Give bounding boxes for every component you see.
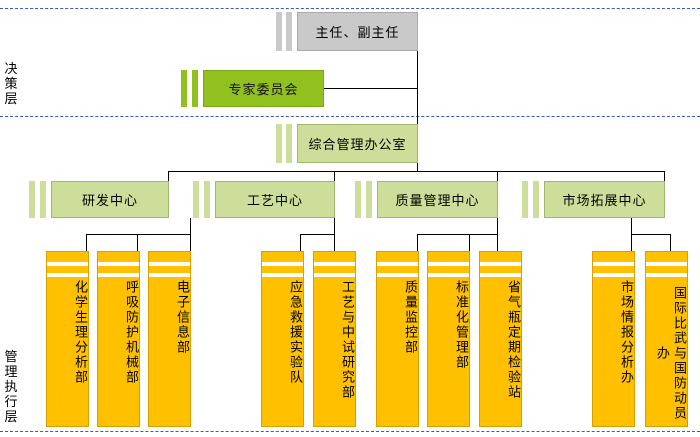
center-market-tab-1 bbox=[522, 181, 528, 218]
director-box: 主任、副主任 bbox=[297, 12, 418, 51]
dept-label: 电子信息部 bbox=[174, 280, 189, 355]
dept-process-pilot: 工艺与中试研究部 bbox=[313, 251, 356, 427]
center-market-box: 市场拓展中心 bbox=[544, 181, 665, 218]
office-tab-2 bbox=[286, 124, 292, 163]
dept-label: 化学生理分析部 bbox=[72, 280, 87, 385]
director-tab-1 bbox=[276, 12, 282, 51]
center-process-box: 工艺中心 bbox=[215, 181, 335, 218]
connector-branch-1-down bbox=[190, 218, 191, 234]
director-tab-2 bbox=[286, 12, 292, 51]
dept-electronics: 电子信息部 bbox=[148, 251, 191, 427]
center-process-tab-1 bbox=[193, 181, 199, 218]
dept-label: 工艺与中试研究部 bbox=[339, 280, 354, 400]
dept-respiratory: 呼吸防护机械部 bbox=[97, 251, 140, 427]
separator-top bbox=[0, 8, 700, 9]
committee-tab-2 bbox=[192, 70, 198, 107]
dept-label: 应急救援实验队 bbox=[287, 280, 302, 385]
connector-branch-4-a bbox=[670, 234, 671, 251]
center-process-tab-2 bbox=[204, 181, 210, 218]
dept-rescue-team: 应急救援实验队 bbox=[261, 251, 304, 427]
connector-branch-3-bus bbox=[417, 234, 498, 235]
connector-branch-2-bus bbox=[300, 234, 335, 235]
dept-label: 市场情报分析办 bbox=[618, 280, 633, 385]
dept-label: 呼吸防护机械部 bbox=[123, 280, 138, 385]
separator-bottom bbox=[0, 431, 700, 432]
center-rd-tab-2 bbox=[40, 181, 46, 218]
connector-branch-1-c bbox=[190, 234, 191, 251]
office-tab-1 bbox=[276, 124, 282, 163]
connector-branch-1-b bbox=[137, 234, 138, 251]
center-quality-box: 质量管理中心 bbox=[377, 181, 498, 218]
dept-label: 标准化管理部 bbox=[453, 280, 468, 370]
center-rd-box: 研发中心 bbox=[51, 181, 169, 218]
dept-label: 国际比武与国防动员办 bbox=[654, 285, 686, 421]
committee-box: 专家委员会 bbox=[203, 70, 324, 107]
dept-label: 省气瓶定期检验站 bbox=[505, 280, 520, 400]
dept-intl-defense: 国际比武与国防动员办 bbox=[645, 251, 688, 427]
connector-branch-2-a bbox=[300, 234, 301, 251]
connector-trunk bbox=[417, 50, 418, 124]
dept-label: 质量监控部 bbox=[402, 280, 417, 355]
connector-center-1 bbox=[168, 171, 169, 181]
connector-branch-3-b bbox=[469, 234, 470, 251]
office-box: 综合管理办公室 bbox=[297, 124, 418, 163]
connector-center-3 bbox=[497, 171, 498, 181]
committee-tab-1 bbox=[181, 70, 187, 107]
separator-decision bbox=[0, 116, 700, 117]
center-quality-tab-2 bbox=[366, 181, 372, 218]
connector-branch-1-bus bbox=[86, 234, 191, 235]
dept-chem-physio: 化学生理分析部 bbox=[46, 251, 89, 427]
connector-centers-bus bbox=[168, 171, 665, 172]
dept-standardization: 标准化管理部 bbox=[427, 251, 470, 427]
center-market-tab-2 bbox=[533, 181, 539, 218]
connector-office-down bbox=[417, 163, 418, 172]
dept-quality-monitor: 质量监控部 bbox=[376, 251, 419, 427]
connector-branch-1-a bbox=[86, 234, 87, 251]
layer-label-execution: 管理执行层 bbox=[4, 350, 18, 425]
connector-center-4 bbox=[664, 171, 665, 181]
connector-committee bbox=[324, 88, 417, 89]
dept-cylinder-station: 省气瓶定期检验站 bbox=[479, 251, 522, 427]
center-rd-tab-1 bbox=[29, 181, 35, 218]
connector-branch-3-a bbox=[417, 234, 418, 251]
connector-branch-4-bus bbox=[631, 234, 671, 235]
connector-center-2 bbox=[334, 171, 335, 181]
layer-label-decision: 决策层 bbox=[4, 62, 18, 107]
center-quality-tab-1 bbox=[355, 181, 361, 218]
dept-market-intel: 市场情报分析办 bbox=[592, 251, 635, 427]
